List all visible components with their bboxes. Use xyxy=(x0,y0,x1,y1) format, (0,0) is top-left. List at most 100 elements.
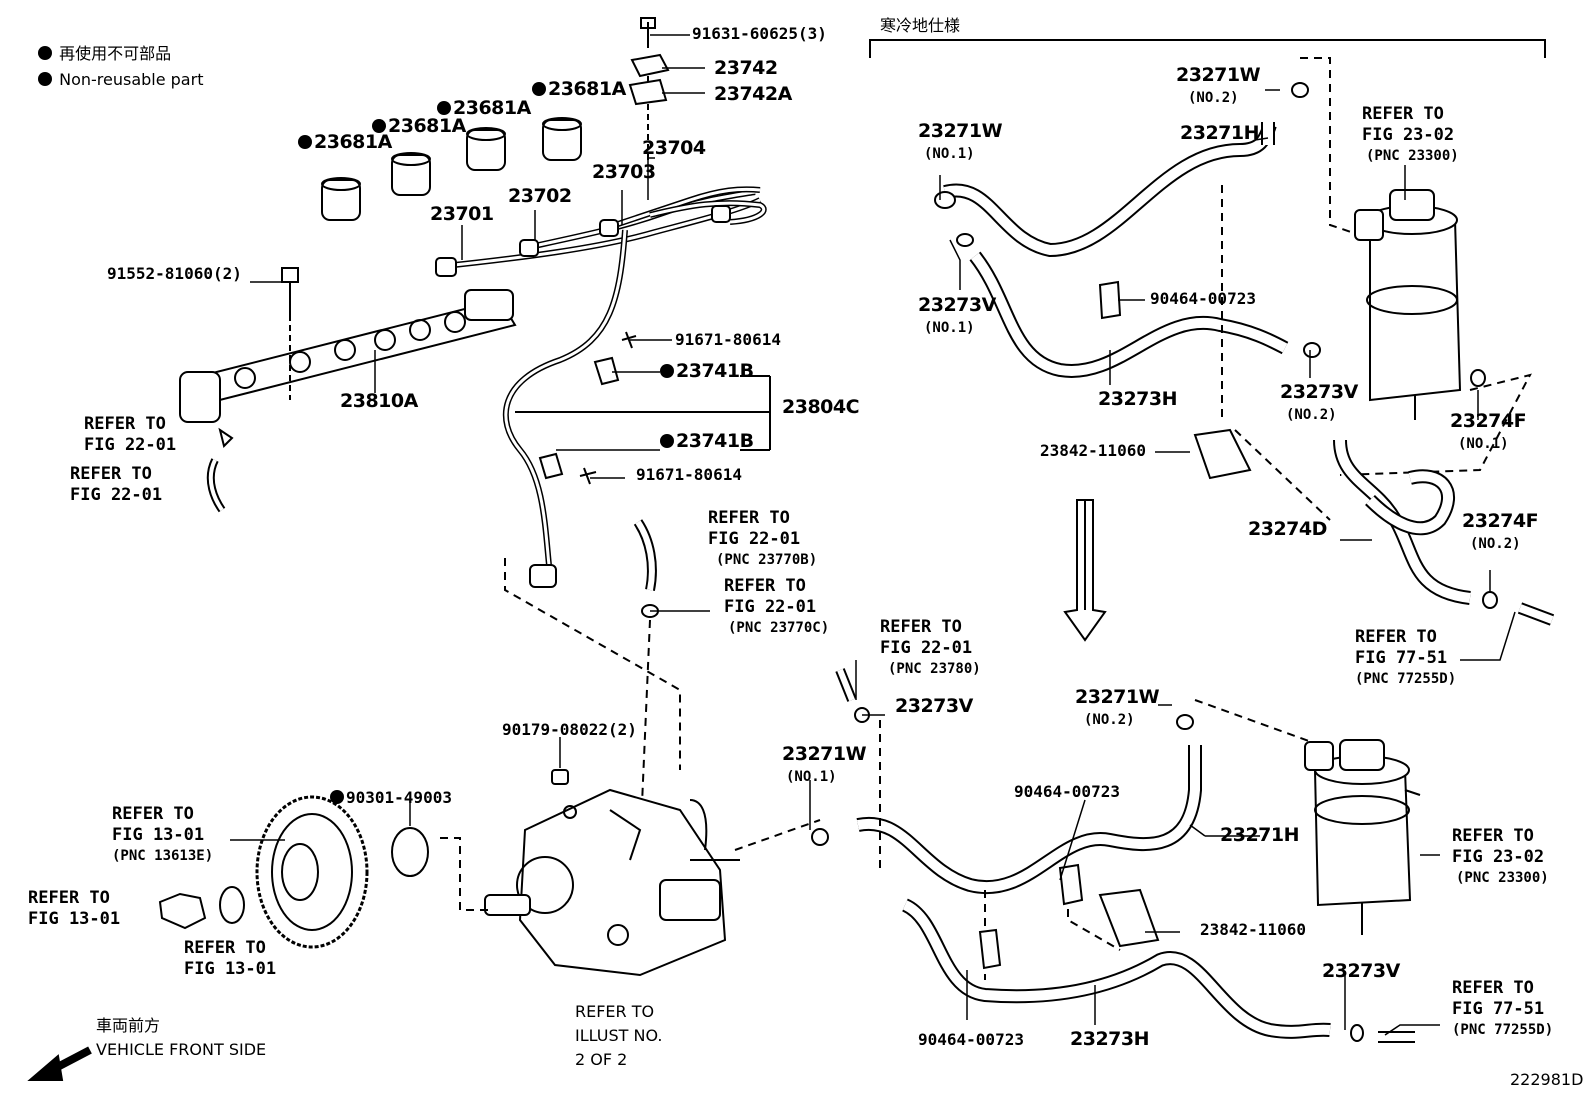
non-reusable-dot-icon xyxy=(437,101,451,115)
clip-23274f-1 xyxy=(1470,369,1486,387)
injection-pipe-23703 xyxy=(599,186,761,237)
fuel-filter-top xyxy=(1354,189,1462,420)
part-23681a-4: 23681A xyxy=(532,80,626,99)
clip-23271w-tl xyxy=(934,191,956,209)
part-23804c: 23804C xyxy=(782,396,860,418)
cold-spec-label: 寒冷地仕様 xyxy=(880,16,961,35)
part-91631: 91631-60625(3) xyxy=(692,24,827,43)
bolt-91671-b xyxy=(579,467,597,485)
clip-23274f-2 xyxy=(1482,591,1498,609)
legend-text-en: Non-reusable part xyxy=(59,70,204,89)
part-23842-top: 23842-11060 xyxy=(1040,441,1146,460)
part-23273v-tr-no: (NO.2) xyxy=(1286,407,1337,423)
part-90301: 90301-49003 xyxy=(330,790,452,806)
common-rail-23810a xyxy=(179,267,517,423)
supply-pump xyxy=(484,788,740,977)
part-23273v-mid: 23273V xyxy=(895,695,973,717)
seal-23681a-2 xyxy=(391,152,431,196)
part-23274f-2-no: (NO.2) xyxy=(1470,536,1521,552)
part-23274f-1-no: (NO.1) xyxy=(1458,436,1509,452)
o-ring-90301 xyxy=(391,827,429,877)
clamp-23742 xyxy=(630,53,670,78)
seal-23681a-4 xyxy=(542,117,582,161)
part-23273v-tl-no: (NO.1) xyxy=(924,320,975,336)
part-23271w-br: 23271W xyxy=(1075,686,1160,708)
part-90464-bottom: 90464-00723 xyxy=(918,1030,1024,1049)
clip-23271w-lw xyxy=(811,828,829,846)
part-91552: 91552-81060(2) xyxy=(107,264,242,283)
clip-23273v-tr xyxy=(1303,342,1321,358)
clip-23273v-b xyxy=(1350,1024,1364,1042)
drive-gear xyxy=(255,795,369,949)
clamp-23742a xyxy=(628,78,668,106)
non-reusable-dot-icon xyxy=(38,46,52,60)
bolt-91631 xyxy=(640,17,656,48)
clamp-23741b-a xyxy=(593,356,620,386)
part-23702: 23702 xyxy=(508,185,572,207)
hose-23273h-bottom xyxy=(856,745,1202,894)
part-23741b-a: 23741B xyxy=(660,362,754,381)
part-23810a: 23810A xyxy=(340,390,418,412)
nut-90179 xyxy=(551,769,569,785)
part-90179: 90179-08022(2) xyxy=(502,720,637,739)
part-23273v-bottom: 23273V xyxy=(1322,960,1400,982)
part-23274d: 23274D xyxy=(1248,518,1327,540)
clip-90464-top xyxy=(1098,280,1122,320)
part-23842-bottom: 23842-11060 xyxy=(1200,920,1306,939)
part-91671-a: 91671-80614 xyxy=(675,330,781,349)
non-reusable-dot-icon xyxy=(660,434,674,448)
bolt-91671-a xyxy=(621,331,637,349)
non-reusable-dot-icon xyxy=(372,119,386,133)
part-23273h-top: 23273H xyxy=(1098,388,1178,410)
leader-lines xyxy=(230,34,1516,1036)
hose-23273h-top-lower xyxy=(969,251,1289,378)
injection-pipe-23704 xyxy=(649,200,767,225)
seal-23681a-1 xyxy=(321,177,361,221)
clip-90464-bb xyxy=(978,928,1002,970)
part-23681a-1: 23681A xyxy=(298,133,392,152)
non-reusable-dot-icon xyxy=(532,82,546,96)
clip-23271w-tr xyxy=(1291,82,1309,98)
part-23273h-bottom: 23273H xyxy=(1070,1028,1150,1050)
part-23681a-2: 23681A xyxy=(372,117,466,136)
part-23271w-tl: 23271W xyxy=(918,120,1003,142)
non-reusable-dot-icon xyxy=(330,790,344,804)
fuel-filter-bottom xyxy=(1304,739,1421,935)
hose-23273h-bottom-lower xyxy=(901,898,1331,1039)
o-ring-13-01 xyxy=(219,886,245,924)
part-23704: 23704 xyxy=(642,137,706,159)
leader-23804c xyxy=(515,375,771,451)
part-23741b-b: 23741B xyxy=(660,432,754,451)
part-23271h-top: 23271H xyxy=(1180,122,1260,144)
clip-23273v-tl xyxy=(956,233,974,247)
part-91671-b: 91671-80614 xyxy=(636,465,742,484)
non-reusable-dot-icon xyxy=(38,72,52,86)
legend-line-1: 再使用不可部品 xyxy=(38,46,171,62)
clip-90464-b xyxy=(1058,863,1084,906)
part-23271w-lw-no: (NO.1) xyxy=(786,769,837,785)
non-reusable-dot-icon xyxy=(298,135,312,149)
part-23742: 23742 xyxy=(714,57,778,79)
part-23273v-tl: 23273V xyxy=(918,294,996,316)
part-23271w-lw: 23271W xyxy=(782,743,867,765)
part-23271w-tr: 23271W xyxy=(1176,64,1261,86)
part-23273v-tr: 23273V xyxy=(1280,381,1358,403)
legend-text-jp: 再使用不可部品 xyxy=(59,44,172,63)
part-23681a-3: 23681A xyxy=(437,99,531,118)
part-90464-b: 90464-00723 xyxy=(1014,782,1120,801)
bracket-23842-top xyxy=(1193,428,1252,480)
part-90464-top: 90464-00723 xyxy=(1150,289,1256,308)
part-23701: 23701 xyxy=(430,203,494,225)
part-23742a: 23742A xyxy=(714,83,792,105)
vehicle-front-en: VEHICLE FRONT SIDE xyxy=(96,1040,267,1059)
